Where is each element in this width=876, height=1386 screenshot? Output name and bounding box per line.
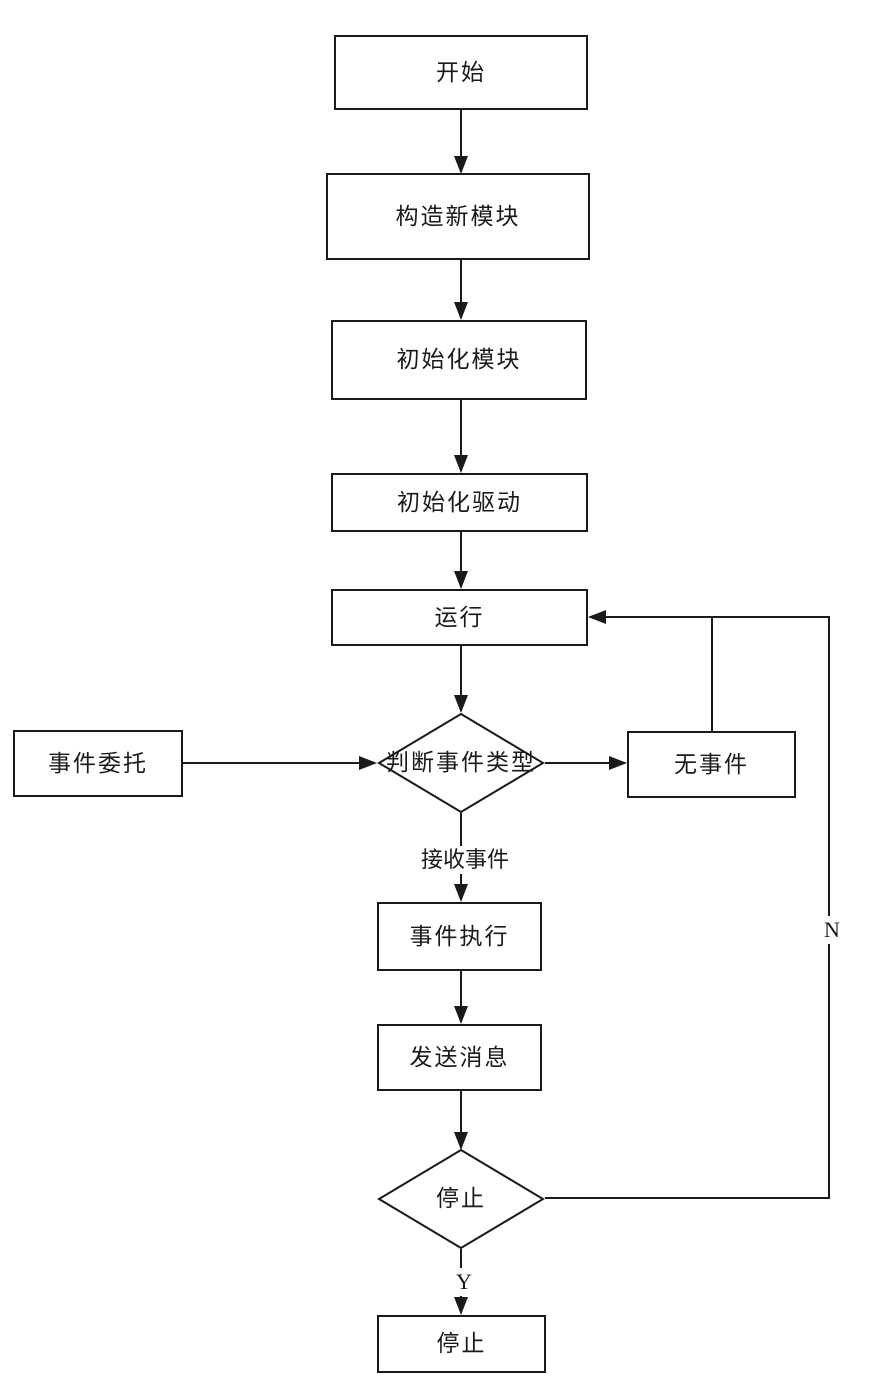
node-event-execute-label: 事件执行	[409, 923, 510, 949]
edge-label-yes: Y	[449, 1268, 479, 1297]
node-start: 开始	[334, 35, 588, 110]
node-stop-decision: 停止	[377, 1149, 545, 1249]
node-stop: 停止	[377, 1315, 546, 1373]
node-send-message: 发送消息	[377, 1024, 542, 1091]
node-no-event-label: 无事件	[674, 751, 749, 777]
node-init-module: 初始化模块	[331, 320, 587, 400]
node-send-message-label: 发送消息	[409, 1044, 510, 1070]
node-event-execute: 事件执行	[377, 902, 542, 971]
node-stop-decision-label: 停止	[436, 1186, 486, 1212]
node-init-driver-label: 初始化驱动	[397, 489, 522, 515]
node-build-module: 构造新模块	[326, 173, 590, 260]
node-init-driver: 初始化驱动	[331, 473, 588, 532]
node-build-module-label: 构造新模块	[395, 203, 521, 229]
node-stop-label: 停止	[436, 1331, 487, 1357]
node-no-event: 无事件	[627, 731, 796, 798]
judge-event-diamond-shape	[377, 713, 545, 813]
node-event-delegate: 事件委托	[13, 730, 183, 797]
edge-label-no: N	[817, 916, 847, 945]
node-judge-event: 判断事件类型	[377, 713, 545, 813]
edge-label-receive-event: 接收事件	[413, 846, 517, 875]
node-run: 运行	[331, 589, 588, 646]
edge-n-loop-to-run	[545, 610, 830, 1199]
node-start-label: 开始	[436, 59, 486, 85]
node-run-label: 运行	[434, 604, 485, 630]
node-init-module-label: 初始化模块	[396, 347, 522, 373]
node-judge-event-label: 判断事件类型	[386, 750, 536, 776]
node-event-delegate-label: 事件委托	[48, 750, 148, 776]
stop-decision-diamond-shape	[377, 1149, 545, 1249]
